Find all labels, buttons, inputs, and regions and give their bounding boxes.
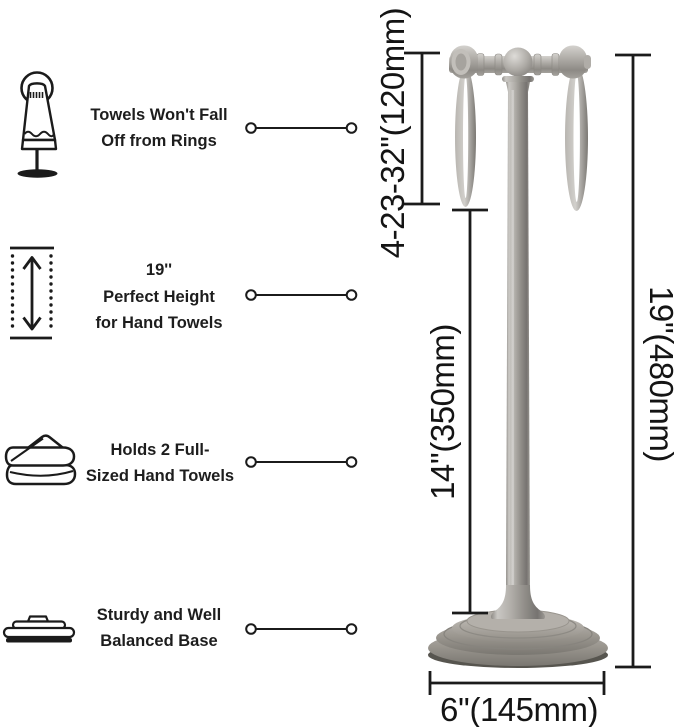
dimension-label-pole-section: 14''(350mm): [424, 324, 461, 500]
callout-connector-3: [245, 456, 358, 468]
dimension-line-overall-height: [615, 53, 651, 669]
dimension-line-pole-section: [452, 208, 488, 615]
callout-connector-1: [245, 122, 358, 134]
feature-callout-capacity: Holds 2 Full- Sized Hand Towels: [80, 437, 240, 489]
towel-ring-left: [455, 67, 476, 207]
feature-text-line: Sized Hand Towels: [85, 467, 235, 485]
callout-connector-4: [245, 623, 358, 635]
sturdy-base-icon: [2, 615, 76, 643]
dimension-line-base-width: [428, 671, 606, 695]
dimension-line-ring-section: [404, 51, 440, 206]
folded-towels-icon: [4, 434, 77, 486]
pole: [506, 90, 530, 590]
hanging-towel-icon: [17, 71, 58, 178]
feature-callout-rings: Towels Won't Fall Off from Rings: [80, 102, 238, 154]
feature-text-line: Off from Rings: [101, 132, 217, 150]
dimension-lines: [404, 51, 651, 695]
feature-text-line: Balanced Base: [100, 632, 218, 650]
feature-text-line: 19'': [145, 261, 173, 279]
dimension-label-ring-section: 4-23-32''(120mm): [374, 7, 411, 259]
pole-trumpet-joint: [491, 585, 545, 619]
callout-connector-2: [245, 289, 358, 301]
height-range-icon: [10, 246, 54, 340]
ball-finial: [503, 47, 533, 77]
feature-text-line: for Hand Towels: [95, 314, 223, 332]
feature-callout-height: 19'' Perfect Height for Hand Towels: [80, 257, 238, 337]
dimension-label-base-width: 6''(145mm): [440, 691, 598, 727]
feature-callout-base: Sturdy and Well Balanced Base: [80, 602, 238, 654]
feature-text-line: Sturdy and Well: [96, 606, 222, 624]
end-cap-right: [559, 45, 587, 79]
callout-connectors: [245, 122, 358, 635]
feature-text-line: Holds 2 Full-: [110, 441, 210, 459]
top-bar: [449, 45, 591, 92]
towel-ring-right: [565, 64, 588, 211]
dimension-label-overall-height: 19''(480mm): [643, 286, 679, 462]
feature-text-line: Perfect Height: [103, 287, 215, 306]
pedestal-base: [428, 585, 608, 668]
feature-text-line: Towels Won't Fall: [90, 106, 228, 124]
